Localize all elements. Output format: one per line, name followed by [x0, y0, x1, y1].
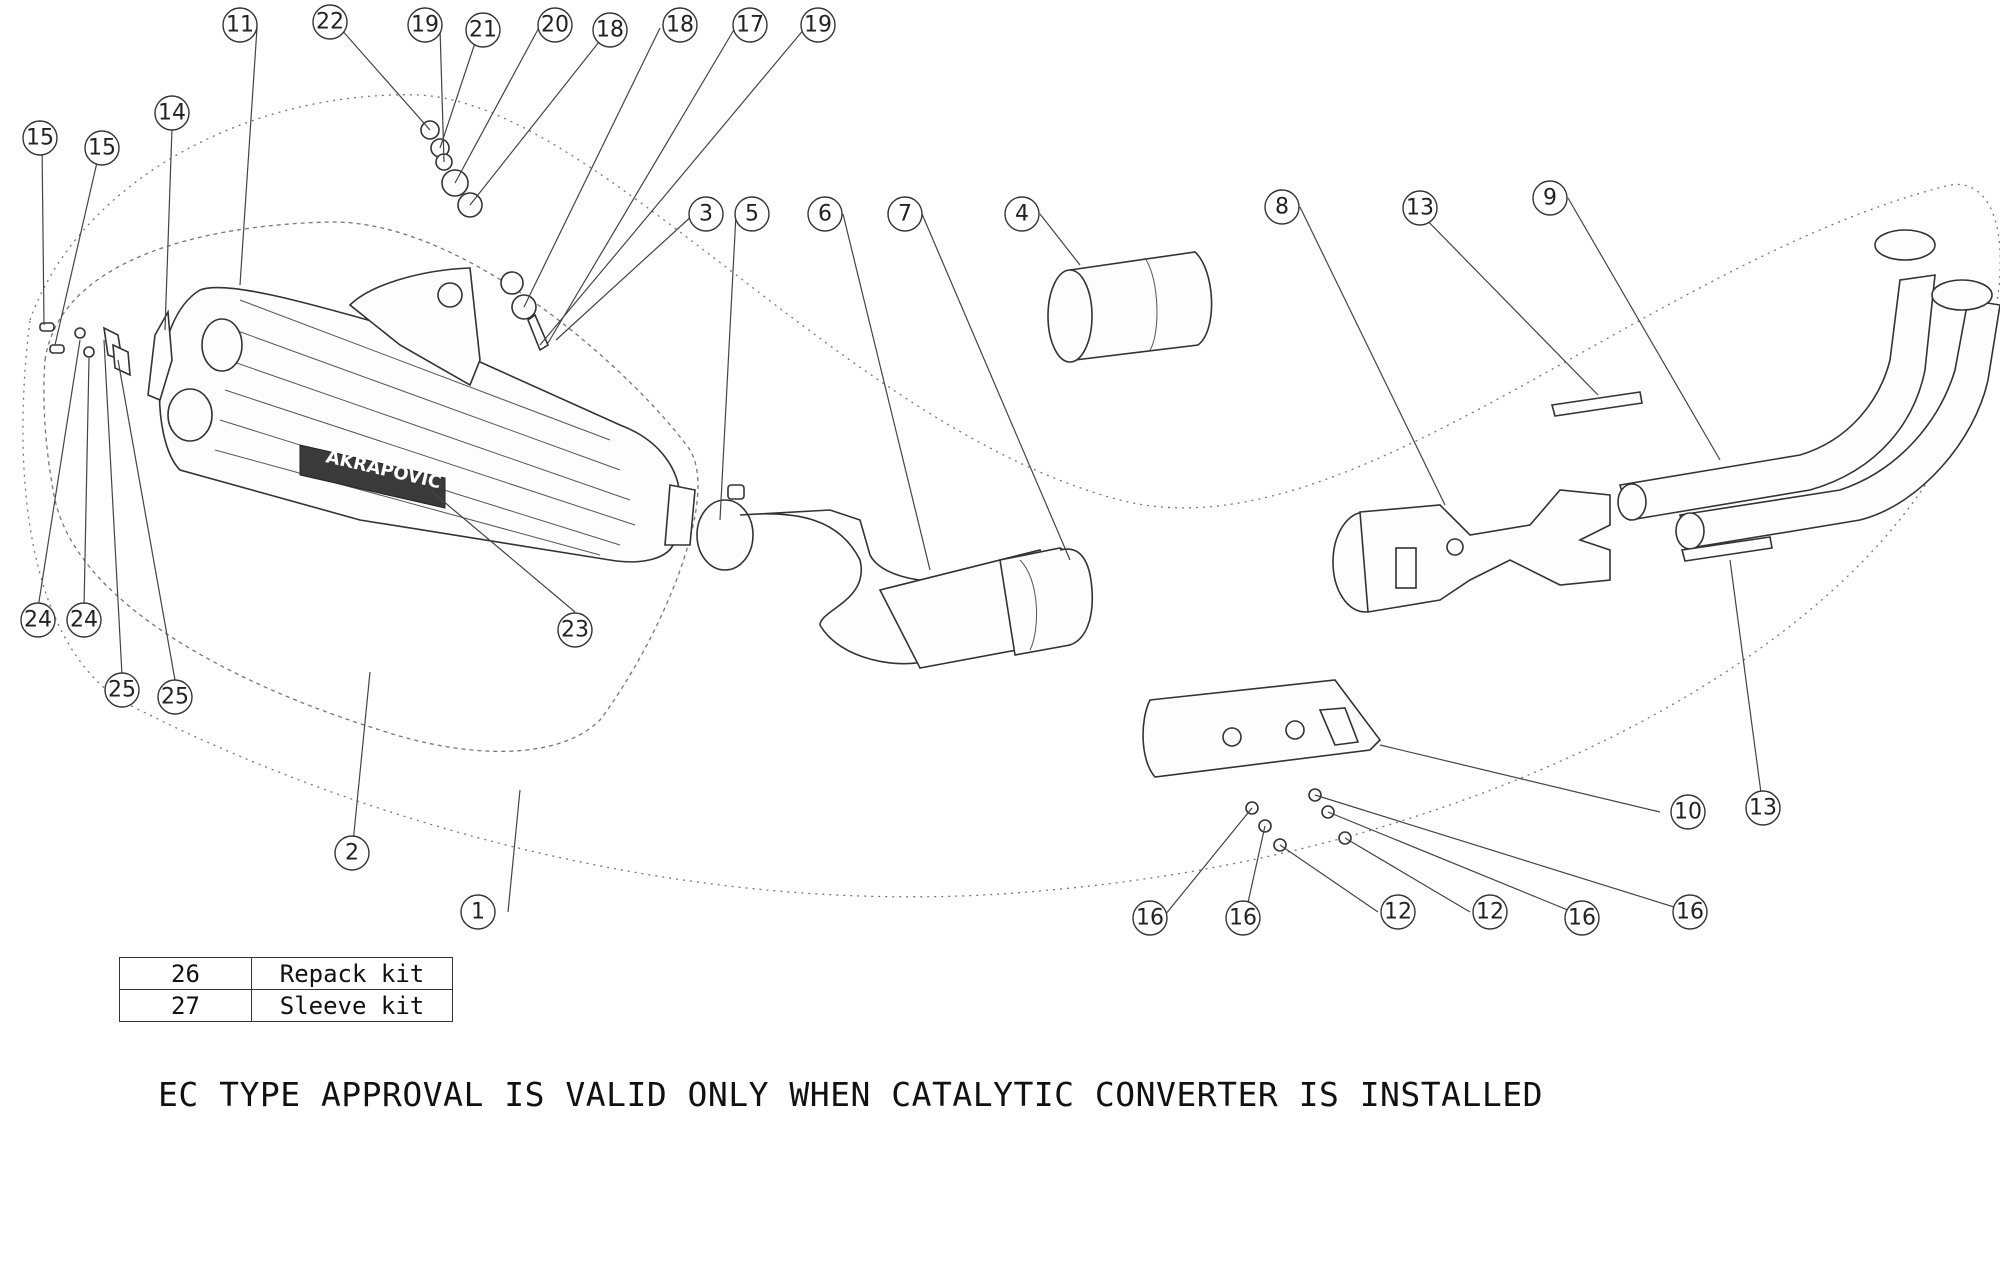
svg-text:21: 21 — [469, 18, 497, 43]
silencer-body: AKRAPOVIC — [158, 267, 696, 563]
svg-text:12: 12 — [1476, 900, 1504, 925]
callout-16d: 16 — [1672, 894, 1708, 930]
callout-12a: 12 — [1380, 894, 1416, 930]
sleeve — [1047, 251, 1213, 363]
svg-text:2: 2 — [345, 841, 359, 866]
callout-13a: 13 — [1402, 190, 1438, 226]
svg-text:1: 1 — [471, 900, 485, 925]
table-row: 27 Sleeve kit — [119, 989, 453, 1022]
svg-text:8: 8 — [1275, 195, 1289, 220]
callout-18a: 18 — [592, 12, 628, 48]
callout-17: 17 — [732, 7, 768, 43]
callout-9: 9 — [1532, 180, 1568, 216]
header-pipes — [1617, 229, 2000, 550]
callout-6: 6 — [807, 196, 843, 232]
svg-text:18: 18 — [596, 18, 624, 43]
clamp — [696, 484, 754, 571]
svg-text:20: 20 — [541, 13, 569, 38]
kit-description: Sleeve kit — [251, 989, 453, 1022]
callout-10: 10 — [1670, 794, 1706, 830]
kit-number: 27 — [119, 989, 252, 1022]
callout-24b: 24 — [66, 602, 102, 638]
svg-text:9: 9 — [1543, 186, 1557, 211]
callout-1: 1 — [460, 894, 496, 930]
callout-8: 8 — [1264, 189, 1300, 225]
link-pipe-with-catalyst — [739, 509, 1094, 669]
callout-20: 20 — [537, 7, 573, 43]
svg-text:14: 14 — [158, 101, 186, 126]
callout-22: 22 — [312, 4, 348, 40]
svg-text:16: 16 — [1229, 906, 1257, 931]
svg-text:12: 12 — [1384, 900, 1412, 925]
svg-text:13: 13 — [1406, 196, 1434, 221]
catalytic-converter — [1332, 489, 1611, 613]
svg-text:23: 23 — [561, 618, 589, 643]
callout-12b: 12 — [1472, 894, 1508, 930]
callout-16b: 16 — [1225, 900, 1261, 936]
svg-text:3: 3 — [699, 202, 713, 227]
svg-text:13: 13 — [1749, 796, 1777, 821]
callout-15b: 15 — [84, 130, 120, 166]
svg-text:6: 6 — [818, 202, 832, 227]
callout-18b: 18 — [662, 7, 698, 43]
callout-25a: 25 — [104, 672, 140, 708]
kit-number: 26 — [119, 957, 252, 990]
callout-19b: 19 — [800, 7, 836, 43]
svg-text:16: 16 — [1136, 906, 1164, 931]
svg-text:19: 19 — [411, 13, 439, 38]
callout-16a: 16 — [1132, 900, 1168, 936]
svg-text:16: 16 — [1568, 906, 1596, 931]
callout-5: 5 — [734, 196, 770, 232]
kit-description: Repack kit — [251, 957, 453, 990]
svg-text:7: 7 — [898, 202, 912, 227]
svg-text:18: 18 — [666, 13, 694, 38]
callout-16c: 16 — [1564, 900, 1600, 936]
svg-text:25: 25 — [108, 678, 136, 703]
callout-19a: 19 — [407, 7, 443, 43]
svg-text:16: 16 — [1676, 900, 1704, 925]
callout-2: 2 — [334, 835, 370, 871]
callout-3: 3 — [688, 196, 724, 232]
callout-25b: 25 — [157, 679, 193, 715]
svg-text:25: 25 — [161, 685, 189, 710]
leader-lines — [37, 21, 1764, 917]
svg-text:22: 22 — [316, 10, 344, 35]
callout-24a: 24 — [20, 602, 56, 638]
svg-text:24: 24 — [24, 608, 52, 633]
callout-13b: 13 — [1745, 790, 1781, 826]
callout-7: 7 — [887, 196, 923, 232]
heat-shield — [1142, 679, 1382, 778]
callout-15a: 15 — [22, 120, 58, 156]
table-row: 26 Repack kit — [119, 957, 453, 990]
brand-plate — [299, 444, 446, 509]
outline-silencer-2 — [43, 221, 699, 752]
springs — [1550, 391, 1773, 562]
svg-text:24: 24 — [70, 608, 98, 633]
svg-text:15: 15 — [26, 126, 54, 151]
outline-assembly-1 — [22, 94, 2000, 898]
callout-11: 11 — [222, 7, 258, 43]
svg-text:5: 5 — [745, 202, 759, 227]
approval-note: EC TYPE APPROVAL IS VALID ONLY WHEN CATA… — [158, 1075, 1544, 1114]
svg-text:19: 19 — [804, 13, 832, 38]
svg-text:17: 17 — [736, 13, 764, 38]
svg-text:15: 15 — [88, 136, 116, 161]
kit-table: 26 Repack kit 27 Sleeve kit — [119, 957, 453, 1022]
callout-21: 21 — [465, 12, 501, 48]
svg-text:10: 10 — [1674, 800, 1702, 825]
svg-text:11: 11 — [226, 13, 254, 38]
small-hardware-left — [39, 322, 131, 377]
callout-23: 23 — [557, 612, 593, 648]
svg-text:4: 4 — [1015, 202, 1029, 227]
callout-4: 4 — [1004, 196, 1040, 232]
callout-14: 14 — [154, 95, 190, 131]
